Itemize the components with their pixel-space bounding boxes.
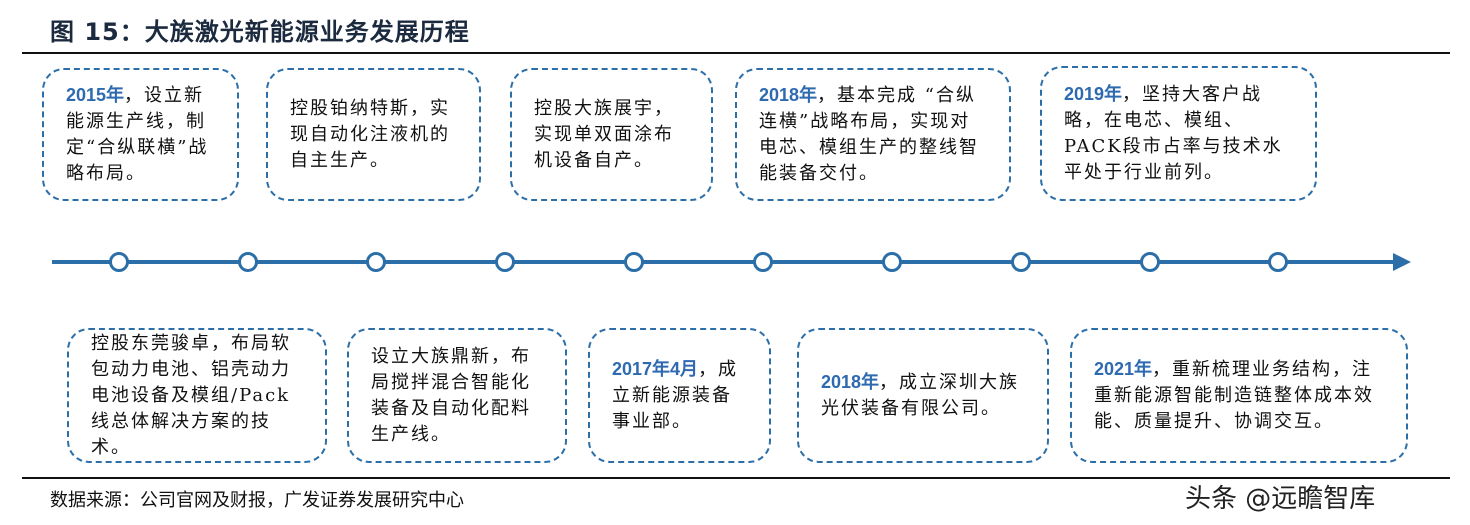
event-year: 2021年	[1094, 359, 1153, 379]
event-card: 控股大族展宇，实现单双面涂布机设备自产。	[510, 68, 713, 201]
timeline-node	[366, 252, 386, 272]
timeline-axis	[52, 260, 1397, 264]
timeline-node	[624, 252, 644, 272]
timeline-arrow-icon	[1393, 253, 1411, 271]
event-year: 2018年	[759, 85, 818, 105]
event-text: ，设立新能源生产线，制定“合纵联横”战略布局。	[66, 85, 209, 184]
event-card: 2021年，重新梳理业务结构，注重新能源智能制造链整体成本效能、质量提升、协调交…	[1070, 328, 1408, 463]
watermark: 头条 @远瞻智库	[1185, 484, 1376, 514]
page-title: 图 15：大族激光新能源业务发展历程	[50, 18, 470, 46]
timeline-node	[1011, 252, 1031, 272]
event-card: 2018年，基本完成 “合纵连横”战略布局，实现对电芯、模组生产的整线智能装备交…	[735, 68, 1011, 201]
event-card: 2018年，成立深圳大族光伏装备有限公司。	[797, 328, 1049, 463]
event-text: ，成立深圳大族光伏装备有限公司。	[821, 372, 1020, 419]
event-card: 2015年，设立新能源生产线，制定“合纵联横”战略布局。	[42, 68, 239, 201]
event-text: ，重新梳理业务结构，注重新能源智能制造链整体成本效能、质量提升、协调交互。	[1094, 359, 1374, 432]
timeline-node	[1140, 252, 1160, 272]
event-text: 控股铂纳特斯，实现自动化注液机的自主生产。	[290, 97, 450, 171]
timeline-node	[238, 252, 258, 272]
event-card: 2017年4月，成立新能源装备事业部。	[588, 328, 771, 463]
timeline-node	[1268, 252, 1288, 272]
event-year: 2018年	[821, 372, 880, 392]
event-card: 控股铂纳特斯，实现自动化注液机的自主生产。	[266, 68, 481, 201]
event-text: 控股大族展宇，实现单双面涂布机设备自产。	[534, 97, 674, 171]
timeline-node	[495, 252, 515, 272]
bottom-divider	[22, 477, 1450, 479]
event-text: 设立大族鼎新，布局搅拌混合智能化装备及自动化配料生产线。	[371, 345, 531, 445]
event-text: ，成立新能源装备事业部。	[612, 359, 739, 432]
timeline-node	[109, 252, 129, 272]
source-note: 数据来源：公司官网及财报，广发证券发展研究中心	[50, 490, 464, 511]
timeline-node	[882, 252, 902, 272]
event-text: 控股东莞骏卓，布局软包动力电池、铝壳动力电池设备及模组/Pack线总体解决方案的…	[91, 332, 291, 458]
event-text: ，坚持大客户战略，在电芯、模组、PACK段市占率与技术水平处于行业前列。	[1064, 84, 1283, 183]
event-year: 2019年	[1064, 84, 1123, 104]
event-year: 2017年4月	[612, 359, 699, 379]
event-card: 设立大族鼎新，布局搅拌混合智能化装备及自动化配料生产线。	[347, 328, 567, 463]
event-card: 2019年，坚持大客户战略，在电芯、模组、PACK段市占率与技术水平处于行业前列…	[1040, 66, 1317, 201]
event-text: ，基本完成 “合纵连横”战略布局，实现对电芯、模组生产的整线智能装备交付。	[759, 85, 979, 184]
timeline-node	[753, 252, 773, 272]
event-year: 2015年	[66, 85, 125, 105]
event-card: 控股东莞骏卓，布局软包动力电池、铝壳动力电池设备及模组/Pack线总体解决方案的…	[67, 328, 327, 463]
top-divider	[22, 52, 1450, 54]
